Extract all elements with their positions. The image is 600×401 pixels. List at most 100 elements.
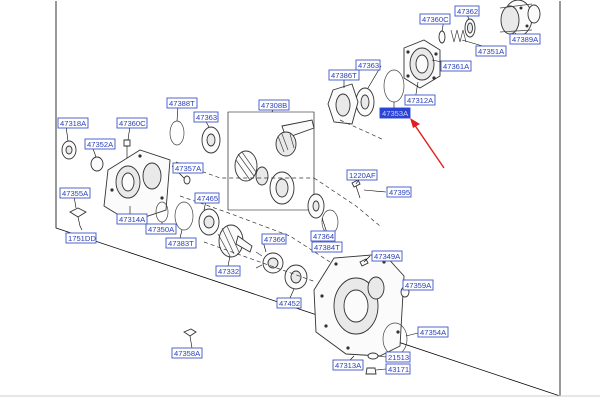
label-47349a[interactable]: 47349A xyxy=(371,250,403,262)
label-21513[interactable]: 21513 xyxy=(385,351,411,363)
case-cover-47314a xyxy=(103,149,171,223)
shim-47384t xyxy=(321,209,339,235)
svg-text:47314A: 47314A xyxy=(119,215,146,224)
svg-text:47395: 47395 xyxy=(389,188,410,197)
svg-text:47357A: 47357A xyxy=(175,164,202,173)
label-47363-mid[interactable]: 47363 xyxy=(193,111,219,123)
label-47350a[interactable]: 47350A xyxy=(145,223,177,235)
svg-text:47318A: 47318A xyxy=(60,119,87,128)
svg-text:47360C: 47360C xyxy=(119,119,146,128)
label-47384t[interactable]: 47384T xyxy=(311,241,343,253)
svg-text:47364: 47364 xyxy=(313,232,334,241)
svg-text:47313A: 47313A xyxy=(335,361,362,370)
label-47388t[interactable]: 47388T xyxy=(166,97,198,109)
extension-housing-47361a xyxy=(403,39,441,89)
oil-seal-47360c-top xyxy=(438,30,446,44)
seal-ring-47362 xyxy=(464,18,476,38)
svg-text:47350A: 47350A xyxy=(148,225,175,234)
bearing-47363-mid xyxy=(201,126,221,154)
label-47358a[interactable]: 47358A xyxy=(171,347,203,359)
label-47395[interactable]: 47395 xyxy=(386,186,412,198)
label-47313a[interactable]: 47313A xyxy=(332,359,364,371)
svg-text:47363: 47363 xyxy=(358,61,379,70)
svg-text:47352A: 47352A xyxy=(87,140,114,149)
svg-text:1751DD: 1751DD xyxy=(68,234,96,243)
svg-text:47388T: 47388T xyxy=(169,99,195,108)
svg-text:21513: 21513 xyxy=(388,353,409,362)
label-47360c-top[interactable]: 47360C xyxy=(419,13,451,25)
o-ring-47383t xyxy=(174,201,194,231)
spring-47351a xyxy=(450,29,467,43)
svg-text:47359A: 47359A xyxy=(405,281,432,290)
gear-assembly-box xyxy=(227,111,315,211)
bearing-47452 xyxy=(284,264,308,290)
label-43171[interactable]: 43171 xyxy=(385,363,411,375)
diagram-frame xyxy=(55,1,561,397)
label-47352a[interactable]: 47352A xyxy=(84,138,116,150)
plug-43171 xyxy=(365,367,377,375)
ring-47364 xyxy=(307,193,325,219)
bolt-47355a xyxy=(69,207,87,227)
label-47332[interactable]: 47332 xyxy=(215,265,241,277)
label-47354a[interactable]: 47354A xyxy=(417,326,449,338)
label-47362[interactable]: 47362 xyxy=(454,5,480,17)
bearing-47363-top xyxy=(355,87,375,117)
svg-text:47349A: 47349A xyxy=(374,252,401,261)
washer-47357a xyxy=(183,175,191,185)
transfer-case-housing-47313a xyxy=(313,253,405,357)
svg-text:47362: 47362 xyxy=(457,7,478,16)
label-1751dd[interactable]: 1751DD xyxy=(65,232,97,244)
label-47360c-left[interactable]: 47360C xyxy=(116,117,148,129)
svg-text:47361A: 47361A xyxy=(443,62,470,71)
label-47364[interactable]: 47364 xyxy=(310,230,336,242)
pinion-47332 xyxy=(217,224,253,258)
svg-text:47353A: 47353A xyxy=(382,109,409,118)
svg-text:47351A: 47351A xyxy=(478,47,505,56)
label-47389a[interactable]: 47389A xyxy=(509,33,541,45)
label-47465[interactable]: 47465 xyxy=(194,192,220,204)
oil-seal-47318a xyxy=(61,140,77,160)
bolt-47349a xyxy=(359,258,369,267)
output-flange-part xyxy=(499,0,541,37)
bolt-1220af xyxy=(351,179,361,199)
svg-text:1220AF: 1220AF xyxy=(349,171,376,180)
ring-47352a xyxy=(90,156,104,172)
label-47355a[interactable]: 47355A xyxy=(59,187,91,199)
label-47312a[interactable]: 47312A xyxy=(404,94,436,106)
bearing-47465 xyxy=(198,208,220,236)
label-47314a[interactable]: 47314A xyxy=(116,213,148,225)
seal-47366 xyxy=(255,251,284,274)
label-47308b[interactable]: 47308B xyxy=(258,99,290,111)
svg-text:47452: 47452 xyxy=(279,299,300,308)
svg-text:47383T: 47383T xyxy=(168,239,194,248)
svg-text:47389A: 47389A xyxy=(512,35,539,44)
svg-text:47465: 47465 xyxy=(197,194,218,203)
label-47351a[interactable]: 47351A xyxy=(475,45,507,57)
bolt-47358a xyxy=(183,328,197,349)
seal-ring-47388t xyxy=(169,120,185,146)
label-1220af[interactable]: 1220AF xyxy=(346,169,378,181)
label-47353a-selected[interactable]: 47353A xyxy=(379,107,411,119)
svg-text:47355A: 47355A xyxy=(62,189,89,198)
label-47366[interactable]: 47366 xyxy=(261,233,287,245)
label-47452[interactable]: 47452 xyxy=(276,297,302,309)
label-47359a[interactable]: 47359A xyxy=(402,279,434,291)
label-47386t[interactable]: 47386T xyxy=(328,69,360,81)
o-ring-47353a xyxy=(383,69,405,103)
svg-text:47358A: 47358A xyxy=(174,349,201,358)
svg-text:47363: 47363 xyxy=(196,113,217,122)
label-47363-top[interactable]: 47363 xyxy=(355,59,381,71)
label-47357a[interactable]: 47357A xyxy=(172,162,204,174)
svg-text:47332: 47332 xyxy=(218,267,239,276)
label-47383t[interactable]: 47383T xyxy=(165,237,197,249)
svg-text:43171: 43171 xyxy=(388,365,409,374)
label-47318a[interactable]: 47318A xyxy=(57,117,89,129)
svg-text:47308B: 47308B xyxy=(261,101,287,110)
svg-text:47386T: 47386T xyxy=(331,71,357,80)
svg-text:47384T: 47384T xyxy=(314,243,340,252)
svg-text:47366: 47366 xyxy=(264,235,285,244)
label-47361a[interactable]: 47361A xyxy=(440,60,472,72)
washer-21513 xyxy=(367,352,379,360)
red-pointer-arrow xyxy=(410,118,445,169)
